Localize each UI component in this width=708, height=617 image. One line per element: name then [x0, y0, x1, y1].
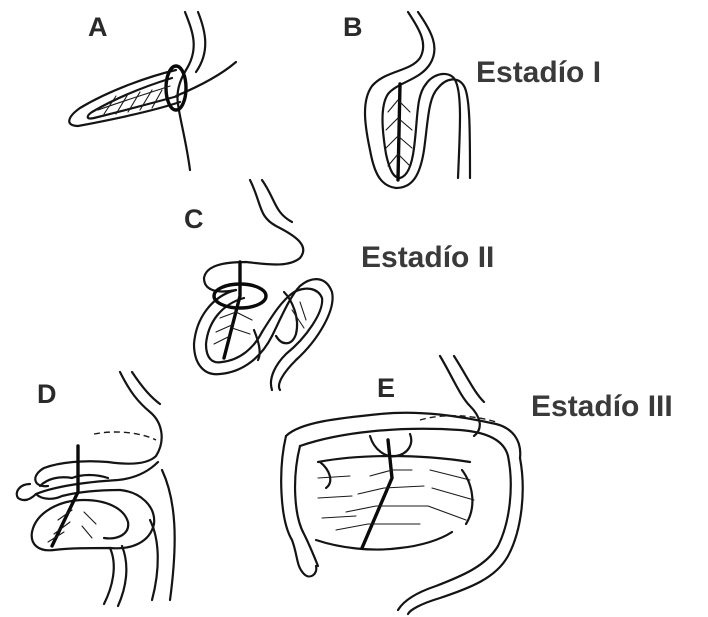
panel-letter-e: E [377, 375, 395, 402]
panel-c-drawing [194, 180, 333, 390]
stage-label-three: Estadío III [531, 392, 673, 422]
panel-letter-a: A [88, 14, 108, 41]
panel-b-drawing [365, 12, 470, 188]
panel-letter-b: B [343, 14, 363, 41]
panel-letter-d: D [37, 381, 57, 408]
stage-label-two: Estadío II [361, 243, 494, 273]
panel-e-drawing [281, 356, 523, 614]
stage-label-one: Estadío I [476, 58, 601, 88]
panel-letter-c: C [184, 206, 204, 233]
